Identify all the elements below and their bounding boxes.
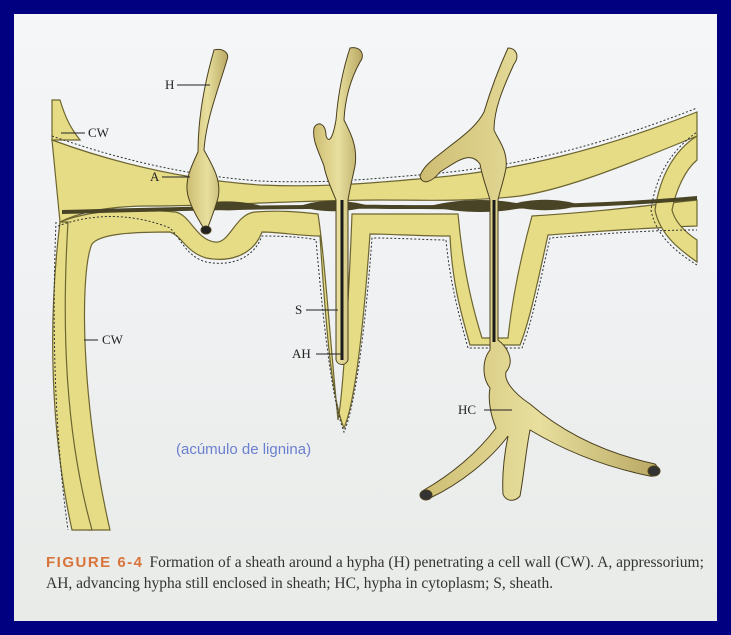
figure-page: H CW A S AH CW HC (acúmulo de lignina) F… — [14, 14, 717, 621]
leader-lines — [61, 85, 512, 410]
caption-text: Formation of a sheath around a hypha (H)… — [46, 554, 704, 592]
label-cw-bottom: CW — [102, 332, 124, 347]
label-h: H — [165, 77, 174, 92]
label-hc: HC — [458, 402, 476, 417]
sheath-diagram: H CW A S AH CW HC (acúmulo de lignina) — [14, 14, 717, 534]
label-cw-top: CW — [88, 125, 110, 140]
label-ah: AH — [292, 346, 311, 361]
figure-number: FIGURE 6-4 — [46, 554, 144, 571]
label-s: S — [295, 302, 302, 317]
lignin-annotation: (acúmulo de lignina) — [176, 441, 311, 458]
label-a: A — [150, 169, 160, 184]
